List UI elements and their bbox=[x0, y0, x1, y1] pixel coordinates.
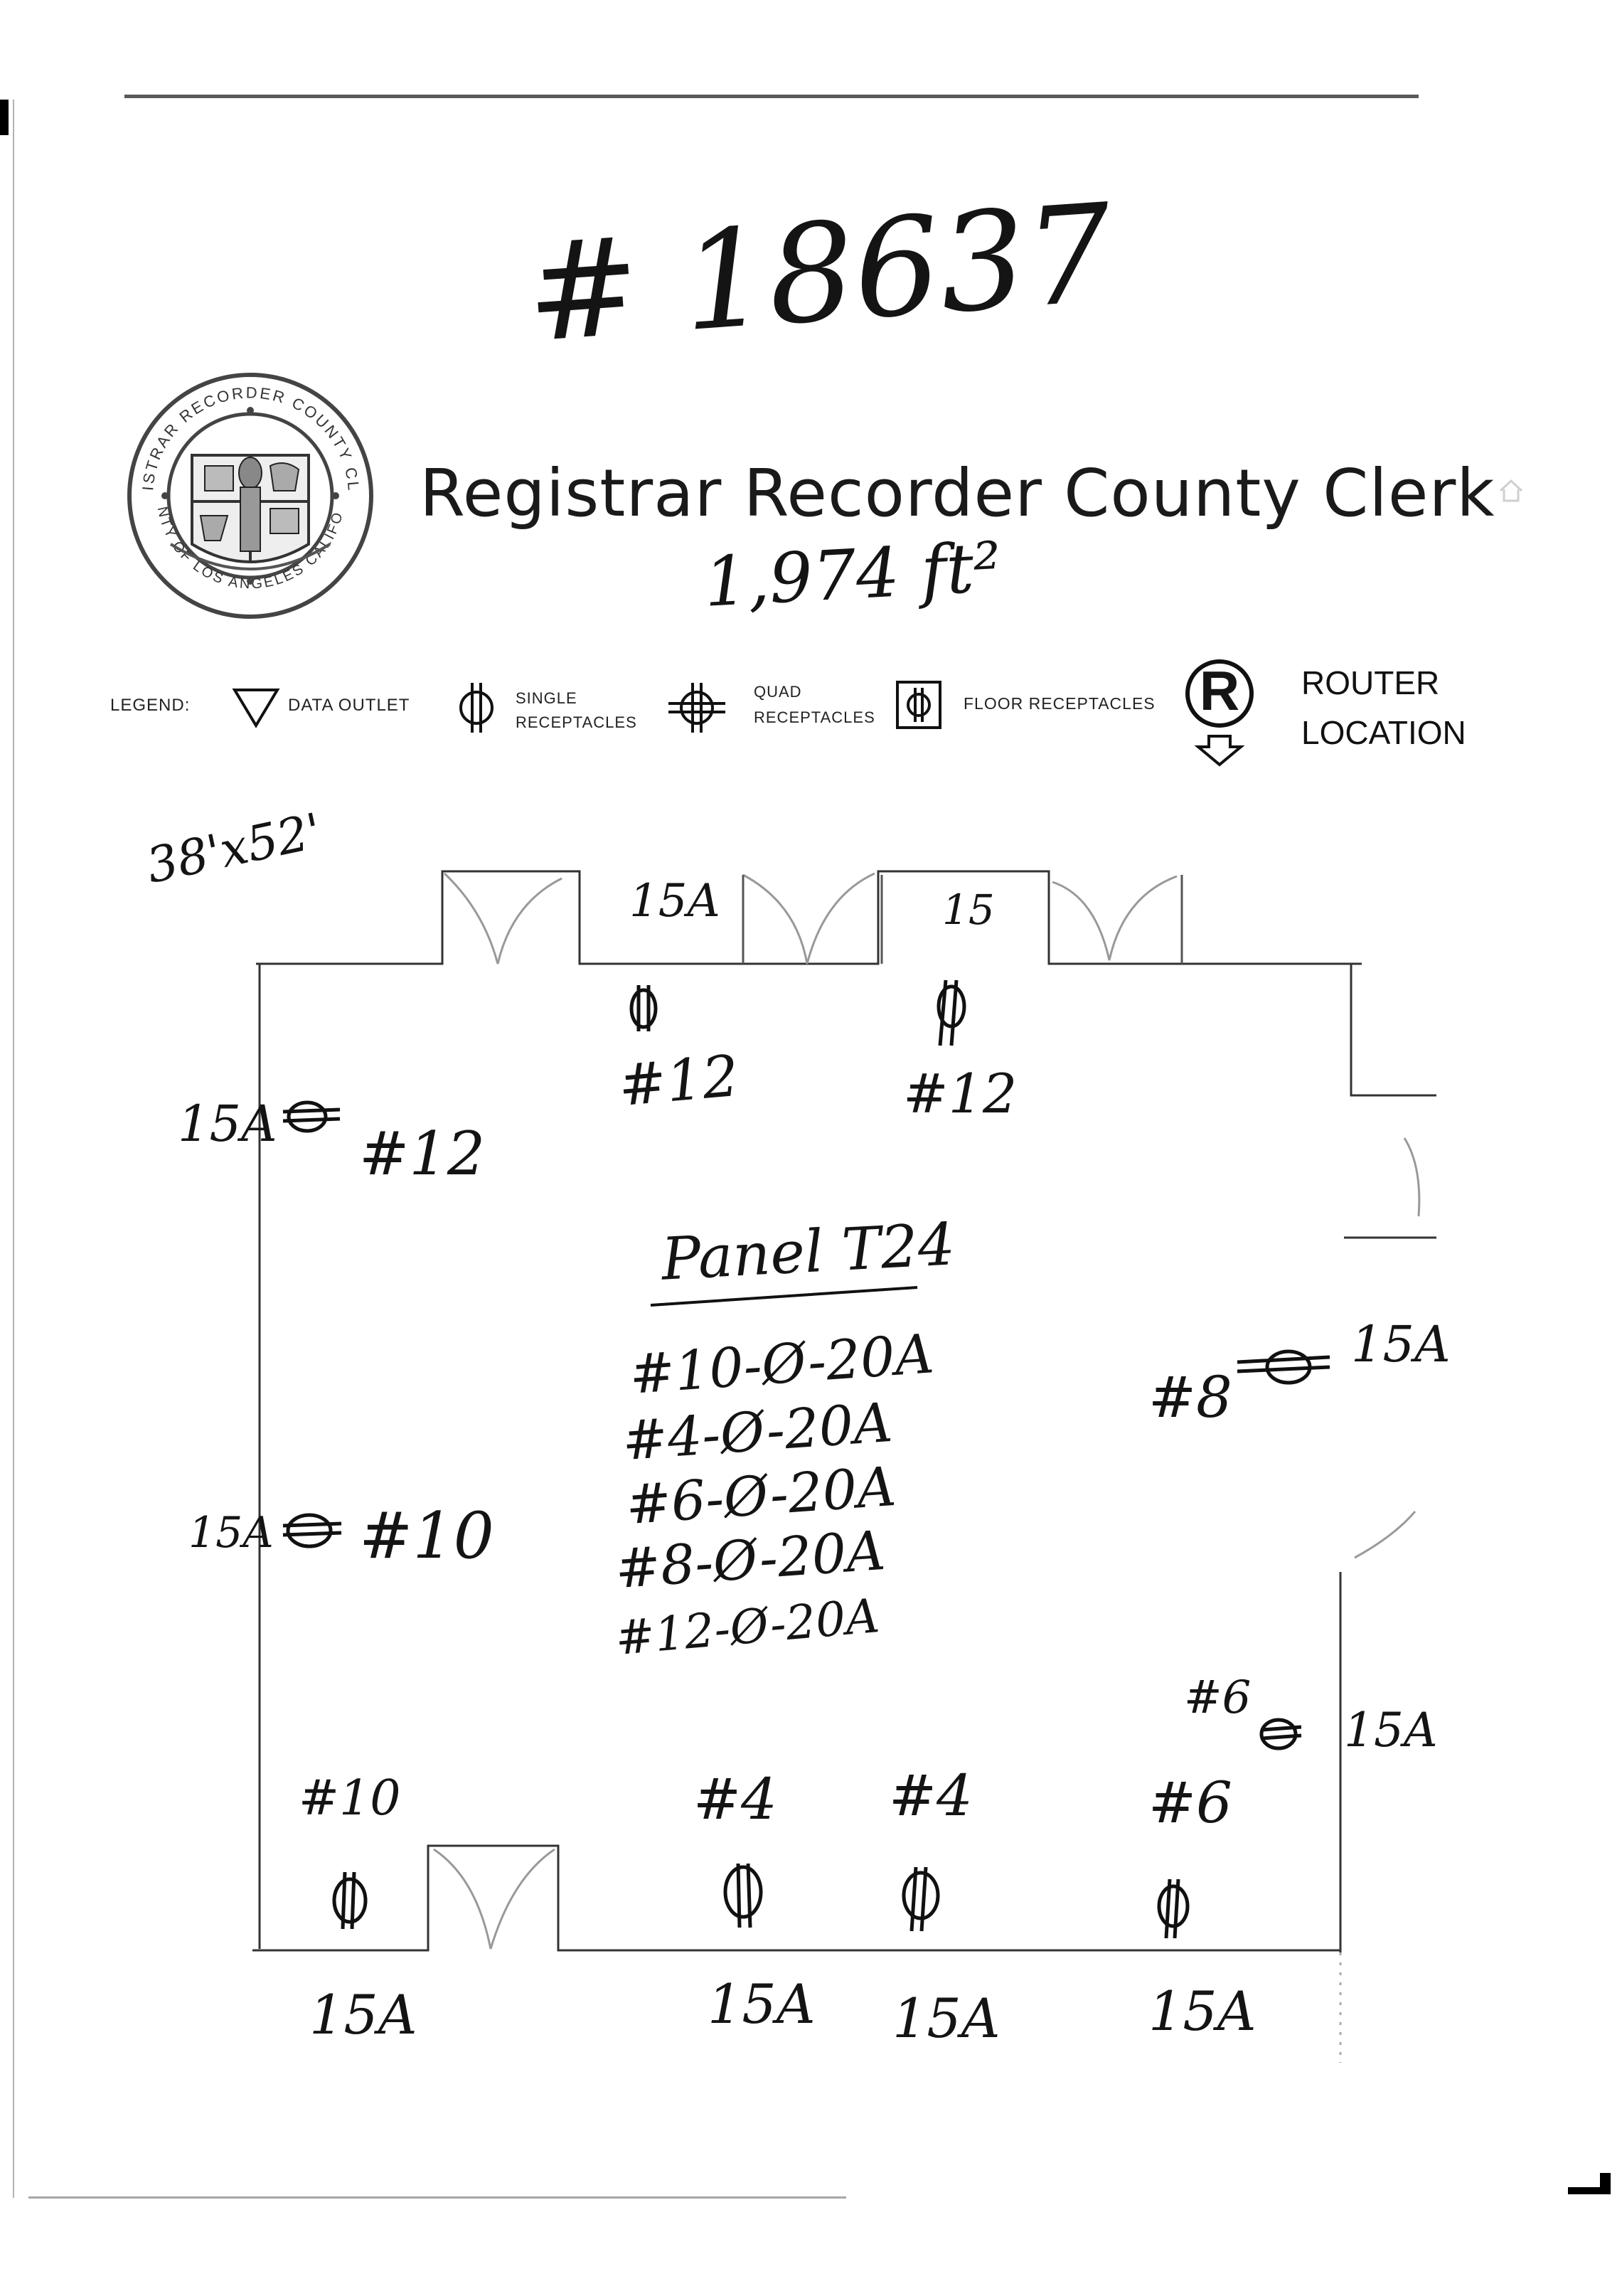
right-lower-circuit-label: #6 bbox=[1184, 1671, 1252, 1724]
county-seal-graphic: REGISTRAR RECORDER COUNTY CLERK COUNTY O… bbox=[114, 352, 373, 619]
receptacle-bottom-2-icon bbox=[723, 1863, 763, 1928]
receptacle-bottom-4-icon bbox=[1157, 1878, 1190, 1939]
scan-edge-bottom bbox=[28, 2196, 846, 2199]
top-amp-label-1: 15A bbox=[629, 875, 720, 928]
receptacle-left-upper-icon bbox=[282, 1100, 341, 1133]
door-swing-2 bbox=[742, 872, 875, 964]
right-wall-upper bbox=[1350, 964, 1436, 1097]
scan-mark-bottom-right bbox=[1568, 2187, 1611, 2194]
top-wall bbox=[256, 870, 1362, 965]
receptacle-top-2-icon bbox=[937, 979, 966, 1046]
legend-router-label: ROUTER LOCATION bbox=[1301, 664, 1466, 751]
bottom-circuit-label-1: #10 bbox=[299, 1770, 401, 1827]
door-swing-right-1 bbox=[1403, 1137, 1421, 1217]
right-upper-circuit-label: #8 bbox=[1148, 1364, 1232, 1430]
receptacle-left-lower-icon bbox=[282, 1513, 342, 1548]
quad-receptacle-legend-icon bbox=[665, 679, 729, 739]
bottom-amp-label-4: 15A bbox=[1148, 1979, 1256, 2043]
legend-label: LEGEND: bbox=[110, 696, 191, 715]
receptacle-right-lower-icon bbox=[1259, 1718, 1302, 1750]
bottom-wall bbox=[252, 1844, 1340, 1952]
receptacle-right-upper-icon bbox=[1237, 1349, 1330, 1385]
scan-mark-bottom-right-2 bbox=[1600, 2173, 1611, 2194]
bottom-amp-label-3: 15A bbox=[892, 1987, 1001, 2050]
document-title: Registrar Recorder County Clerk bbox=[420, 455, 1495, 531]
left-upper-circuit-label: #12 bbox=[359, 1119, 486, 1189]
legend-quad-receptacle-label: QUAD RECEPTACLES bbox=[754, 683, 875, 726]
bottom-amp-label-2: 15A bbox=[708, 1972, 816, 2036]
left-lower-circuit-label: #10 bbox=[359, 1499, 494, 1573]
data-outlet-legend-icon bbox=[231, 686, 281, 732]
top-amp-label-2: 15 bbox=[942, 886, 995, 934]
door-swing-3 bbox=[1052, 875, 1178, 961]
floor-receptacle-legend-icon bbox=[895, 679, 944, 735]
panel-title: Panel T24 bbox=[659, 1211, 957, 1294]
left-lower-amp-label: 15A bbox=[188, 1508, 274, 1558]
receptacle-bottom-3-icon bbox=[902, 1866, 940, 1932]
door-swing-right-2 bbox=[1354, 1511, 1416, 1559]
top-circuit-label-2: #12 bbox=[903, 1062, 1018, 1125]
panel-title-underline bbox=[650, 1286, 918, 1307]
legend-data-outlet-label: DATA OUTLET bbox=[288, 696, 410, 715]
home-mark-icon bbox=[1497, 477, 1525, 505]
bottom-amp-label-1: 15A bbox=[309, 1983, 417, 2046]
legend-single-receptacle-label: SINGLE RECEPTACLES bbox=[516, 689, 637, 731]
right-upper-amp-label: 15A bbox=[1351, 1315, 1451, 1373]
receptacle-bottom-1-icon bbox=[332, 1871, 368, 1930]
top-circuit-label-1: #12 bbox=[616, 1042, 742, 1120]
receptacle-top-1-icon bbox=[629, 985, 658, 1031]
bottom-circuit-label-4: #6 bbox=[1148, 1770, 1232, 1836]
door-swing-4 bbox=[433, 1848, 555, 1950]
router-glyph: R bbox=[1199, 659, 1240, 722]
left-upper-amp-label: 15A bbox=[178, 1095, 277, 1153]
scan-edge-left-line bbox=[13, 100, 14, 2198]
bottom-circuit-label-3: #4 bbox=[889, 1763, 973, 1829]
county-seal: REGISTRAR RECORDER COUNTY CLERK COUNTY O… bbox=[114, 352, 380, 626]
legend-floor-receptacle-label: FLOOR RECEPTACLES bbox=[964, 694, 1156, 713]
scan-edge-left bbox=[0, 100, 9, 135]
router-legend-icon: R bbox=[1184, 654, 1255, 768]
door-swing-1 bbox=[443, 872, 562, 964]
scan-edge-top bbox=[124, 95, 1419, 98]
single-receptacle-legend-icon bbox=[455, 679, 498, 739]
right-lower-amp-label: 15A bbox=[1344, 1703, 1438, 1758]
bottom-circuit-label-2: #4 bbox=[693, 1766, 777, 1832]
